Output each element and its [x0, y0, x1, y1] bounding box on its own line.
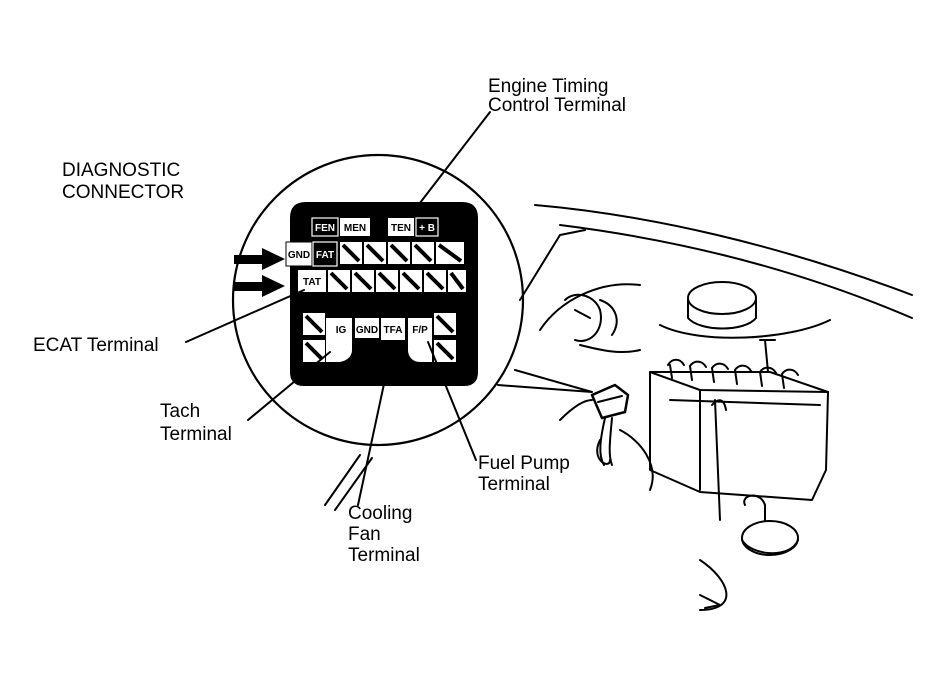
arrow-icon — [234, 275, 285, 297]
pin-label-fen: FEN — [315, 223, 335, 234]
decorative-line — [324, 454, 361, 506]
title-line-2: CONNECTOR — [62, 182, 184, 203]
pin-label-tat: TAT — [303, 277, 321, 288]
title-line-1: DIAGNOSTIC — [62, 160, 180, 181]
fuel-pump-label-line-1: Fuel Pump — [478, 453, 570, 474]
engine-timing-label-line-2: Control Terminal — [488, 95, 626, 116]
pin-gnd-bottom — [355, 318, 379, 338]
tach-label-line-2: Terminal — [160, 424, 232, 445]
pin-label-fp: F/P — [412, 325, 428, 336]
pin-label-tfa: TFA — [384, 325, 403, 336]
magnifier-pointer — [497, 369, 593, 393]
pin-label-ig: IG — [336, 325, 347, 336]
pin-gnd-top — [285, 241, 313, 267]
leader-tach — [247, 351, 331, 421]
leader-fuel-pump — [427, 341, 477, 461]
cooling-fan-label-line-1: Cooling — [348, 503, 412, 524]
pin-ten — [388, 218, 414, 236]
pin-tat — [298, 270, 326, 292]
leader-lines — [185, 111, 491, 506]
leader-ecat — [185, 289, 305, 343]
pin-plus-b — [415, 217, 439, 237]
arrow-icon — [234, 248, 285, 270]
leader-engine-timing — [412, 111, 491, 213]
pin-fen — [311, 217, 339, 237]
pin-label-gnd-top: GND — [288, 250, 310, 261]
cooling-fan-label-line-3: Terminal — [348, 545, 420, 566]
engine-timing-label-line-1: Engine Timing — [488, 76, 608, 97]
pin-tfa — [381, 318, 405, 340]
cooling-fan-label-line-2: Fan — [348, 524, 381, 545]
leader-cooling-fan — [357, 341, 394, 506]
tach-label-line-1: Tach — [160, 401, 200, 422]
fuel-pump-label-line-2: Terminal — [478, 474, 550, 495]
pin-label-plus-b: + B — [419, 223, 435, 234]
magnifier-circle — [231, 153, 525, 447]
ecat-label: ECAT Terminal — [33, 335, 159, 356]
blank-pins-row3 — [328, 270, 466, 292]
pin-label-men: MEN — [344, 223, 366, 234]
diagnostic-connector: FEN MEN TEN + B GND FAT TAT — [285, 202, 478, 386]
pin-label-ten: TEN — [391, 223, 411, 234]
pin-fat — [312, 241, 338, 267]
lower-pin-block — [303, 313, 456, 362]
pin-label-gnd-bottom: GND — [356, 325, 378, 336]
pin-men — [340, 218, 370, 236]
engine-bay-illustration — [519, 204, 913, 611]
pin-label-fat: FAT — [316, 250, 334, 261]
blank-pins-row2 — [340, 242, 464, 264]
